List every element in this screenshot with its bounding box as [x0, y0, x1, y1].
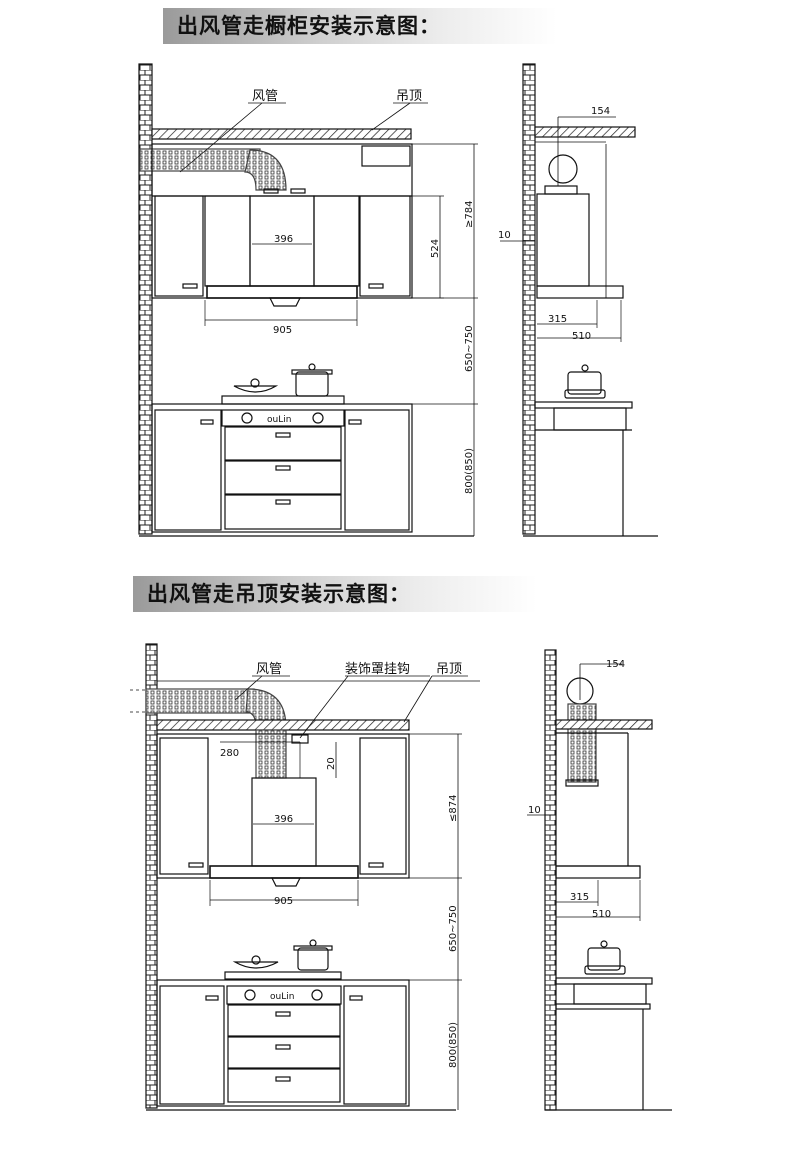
dim-650-top: 650~750 [464, 325, 475, 372]
dim-10-top: 10 [498, 230, 511, 241]
label-ceiling-1: 吊顶 [396, 89, 422, 104]
dim-874: ≤874 [448, 795, 459, 822]
dim-800-bottom: 800(850) [448, 1022, 459, 1068]
hood-base [206, 285, 358, 299]
label-ceiling-2: 吊顶 [436, 662, 462, 677]
wok [232, 961, 279, 969]
dim-315-bottom: 315 [570, 892, 589, 903]
air-duct [145, 688, 255, 714]
dim-524: 524 [430, 239, 441, 258]
dim-10-bottom: 10 [528, 805, 541, 816]
wall [522, 63, 536, 535]
dim-800-top: 800(850) [464, 448, 475, 494]
label-hook: 装饰罩挂钩 [345, 662, 410, 677]
front-view-ceiling [130, 643, 480, 1111]
air-duct [139, 148, 261, 172]
dim-280: 280 [220, 748, 239, 759]
section-title-cabinet: 出风管走橱柜安装示意图： [163, 8, 557, 44]
brand-label-1: ouLin [267, 415, 291, 425]
side-view-cabinet [500, 63, 658, 537]
dim-154-bottom: 154 [606, 659, 625, 670]
dim-784: ≥784 [464, 201, 475, 228]
wok [233, 385, 279, 393]
ceiling-slab [156, 719, 410, 731]
label-duct-1: 风管 [252, 89, 278, 104]
hood-base [209, 865, 359, 879]
wall [544, 649, 557, 1111]
side-view-ceiling [527, 649, 672, 1111]
label-duct-2: 风管 [256, 662, 282, 677]
dim-154-top: 154 [591, 106, 610, 117]
brand-label-2: ouLin [270, 992, 294, 1002]
front-view-cabinet [138, 63, 478, 537]
dim-905-top: 905 [273, 325, 292, 336]
dim-20: 20 [326, 757, 337, 770]
dim-905-bottom: 905 [274, 896, 293, 907]
pot [295, 371, 329, 397]
hood-side [536, 193, 590, 287]
ceiling-slab [151, 128, 412, 140]
dim-396-top: 396 [274, 234, 293, 245]
dim-510-top: 510 [572, 331, 591, 342]
section-title-ceiling: 出风管走吊顶安装示意图： [133, 576, 537, 612]
wall [138, 63, 153, 535]
dim-510-bottom: 510 [592, 909, 611, 920]
pot [297, 947, 329, 971]
dim-396-bottom: 396 [274, 814, 293, 825]
dim-650-bottom: 650~750 [448, 905, 459, 952]
dim-315-top: 315 [548, 314, 567, 325]
